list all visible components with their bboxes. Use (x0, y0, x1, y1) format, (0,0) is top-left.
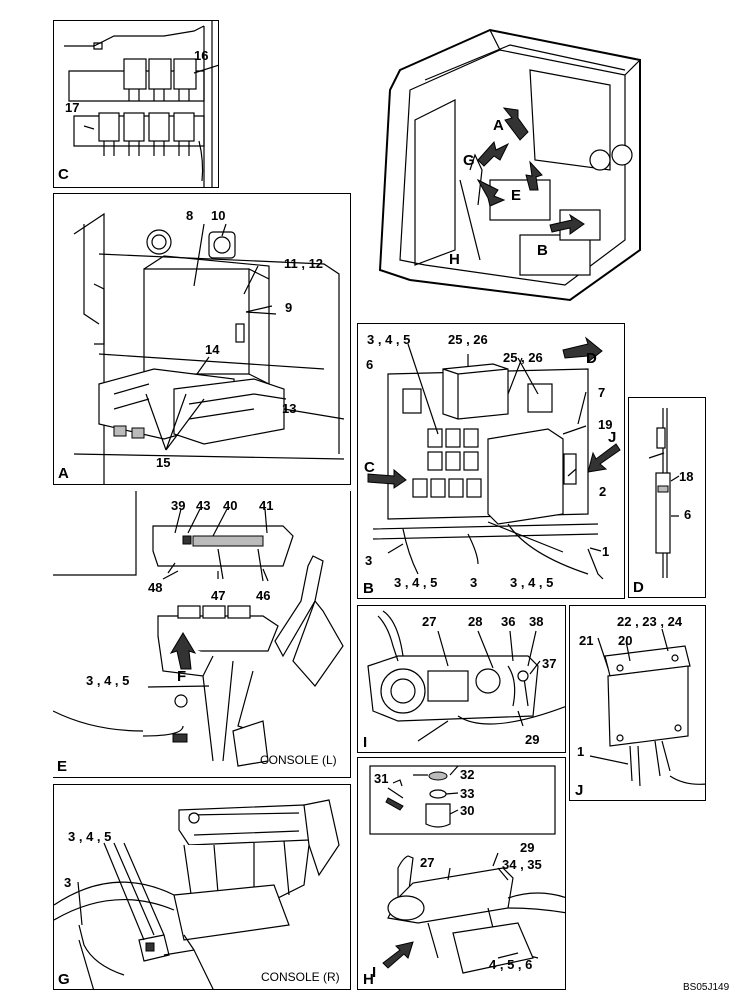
callout-g-3-4-5: 3 , 4 , 5 (68, 829, 112, 844)
panel-i-drawing (367, 610, 565, 742)
callout-16: 16 (194, 48, 209, 63)
callout-15: 15 (156, 455, 171, 470)
callout-20: 20 (618, 633, 633, 648)
callout-9: 9 (285, 300, 293, 315)
callout-47: 47 (211, 588, 226, 603)
panel-j: 22 , 23 , 24 21 20 1 J (569, 605, 706, 801)
callout-j-1: 1 (577, 744, 585, 759)
panel-g-letter: G (58, 971, 70, 988)
figure-code: BS05J149 (683, 982, 730, 993)
panel-d-letter: D (633, 579, 644, 596)
callout-b-19: 19 (598, 417, 613, 432)
callout-13: 13 (282, 401, 297, 416)
callout-17: 17 (65, 100, 80, 115)
panel-a-drawing (73, 212, 345, 484)
panel-i-letter: I (363, 734, 368, 751)
view-letter-f: F (177, 668, 187, 685)
callout-10: 10 (211, 208, 226, 223)
callout-b-7: 7 (598, 385, 606, 400)
panel-d-drawing (648, 408, 680, 578)
callout-b-6: 6 (366, 357, 374, 372)
panel-c-letter: C (58, 166, 69, 183)
cab-view-a: A (493, 117, 504, 134)
callout-37: 37 (542, 656, 557, 671)
panel-e-drawing (53, 491, 344, 767)
callout-46: 46 (256, 588, 271, 603)
callout-14: 14 (205, 342, 220, 357)
callout-h-27: 27 (420, 855, 435, 870)
panel-cab: A G E H B (370, 20, 650, 310)
panel-a: 8 10 11 , 12 9 14 13 15 A (53, 193, 351, 485)
callout-d-6: 6 (684, 507, 692, 522)
panel-b-letter: B (363, 580, 374, 597)
callout-34-35: 34 , 35 (502, 857, 542, 872)
panel-h-drawing (369, 765, 565, 974)
panel-d: 18 6 D (628, 397, 706, 598)
callout-g-3: 3 (64, 875, 72, 890)
callout-8: 8 (186, 208, 194, 223)
callout-43: 43 (196, 498, 211, 513)
callout-i-29: 29 (525, 732, 540, 747)
callout-b-25-26-b: 25 , 26 (503, 350, 543, 365)
callout-h-29: 29 (520, 840, 535, 855)
callout-30: 30 (460, 803, 475, 818)
cab-view-h: H (449, 251, 460, 268)
panel-c-drawing (64, 21, 218, 187)
callout-41: 41 (259, 498, 274, 513)
callout-b-3-4-5-bottom-right: 3 , 4 , 5 (510, 575, 554, 590)
callout-b-25-26-a: 25 , 26 (448, 332, 488, 347)
callout-22-23-24: 22 , 23 , 24 (617, 614, 683, 629)
panel-i: 27 28 36 38 37 29 I (357, 605, 566, 753)
callout-18: 18 (679, 469, 694, 484)
console-l-caption: CONSOLE (L) (260, 753, 337, 767)
panel-e-letter: E (57, 758, 68, 775)
callout-39: 39 (171, 498, 186, 513)
panel-j-letter: J (575, 782, 584, 799)
callout-b-3-left: 3 (365, 553, 373, 568)
callout-32: 32 (460, 767, 475, 782)
panel-h-letter: H (363, 971, 374, 988)
panel-g-drawing (54, 799, 340, 989)
panel-c: 16 17 C (53, 20, 219, 188)
view-letter-d: D (586, 350, 597, 367)
callout-b-1: 1 (602, 544, 610, 559)
callout-21: 21 (579, 633, 594, 648)
callout-40: 40 (223, 498, 238, 513)
callout-36: 36 (501, 614, 516, 629)
callout-33: 33 (460, 786, 475, 801)
callout-31: 31 (374, 771, 389, 786)
callout-b-2: 2 (599, 484, 607, 499)
callout-b-3-mid: 3 (470, 575, 478, 590)
callout-4-5-6: 4 , 5 , 6 (489, 957, 533, 972)
console-r-caption: CONSOLE (R) (261, 970, 340, 984)
view-letter-i: I (372, 964, 377, 981)
callout-b-3-4-5-top: 3 , 4 , 5 (367, 332, 411, 347)
cab-view-e: E (511, 187, 522, 204)
panel-b-drawing (367, 336, 621, 580)
panel-b: 3 , 4 , 5 25 , 26 25 , 26 6 7 19 2 3 3 ,… (357, 323, 625, 599)
callout-e-3-4-5: 3 , 4 , 5 (86, 673, 130, 688)
callout-48: 48 (148, 580, 163, 595)
callout-b-3-4-5-bottom-left: 3 , 4 , 5 (394, 575, 438, 590)
panel-e: 39 43 40 41 48 47 46 3 , 4 , 5 F CONSOLE… (53, 491, 351, 778)
panel-h: 31 32 33 30 29 27 34 , 35 4 , 5 , 6 I H (357, 757, 566, 990)
cab-drawing (378, 28, 641, 302)
panel-a-letter: A (58, 465, 69, 482)
cab-view-b: B (537, 242, 548, 259)
callout-28: 28 (468, 614, 483, 629)
callout-i-27: 27 (422, 614, 437, 629)
callout-11-12: 11 , 12 (284, 256, 324, 271)
panel-g: 3 , 4 , 5 3 CONSOLE (R) G (53, 784, 351, 990)
callout-38: 38 (529, 614, 544, 629)
panel-j-drawing (589, 628, 705, 787)
cab-view-g: G (463, 152, 475, 169)
view-letter-j: J (608, 429, 617, 446)
view-letter-c: C (364, 459, 375, 476)
